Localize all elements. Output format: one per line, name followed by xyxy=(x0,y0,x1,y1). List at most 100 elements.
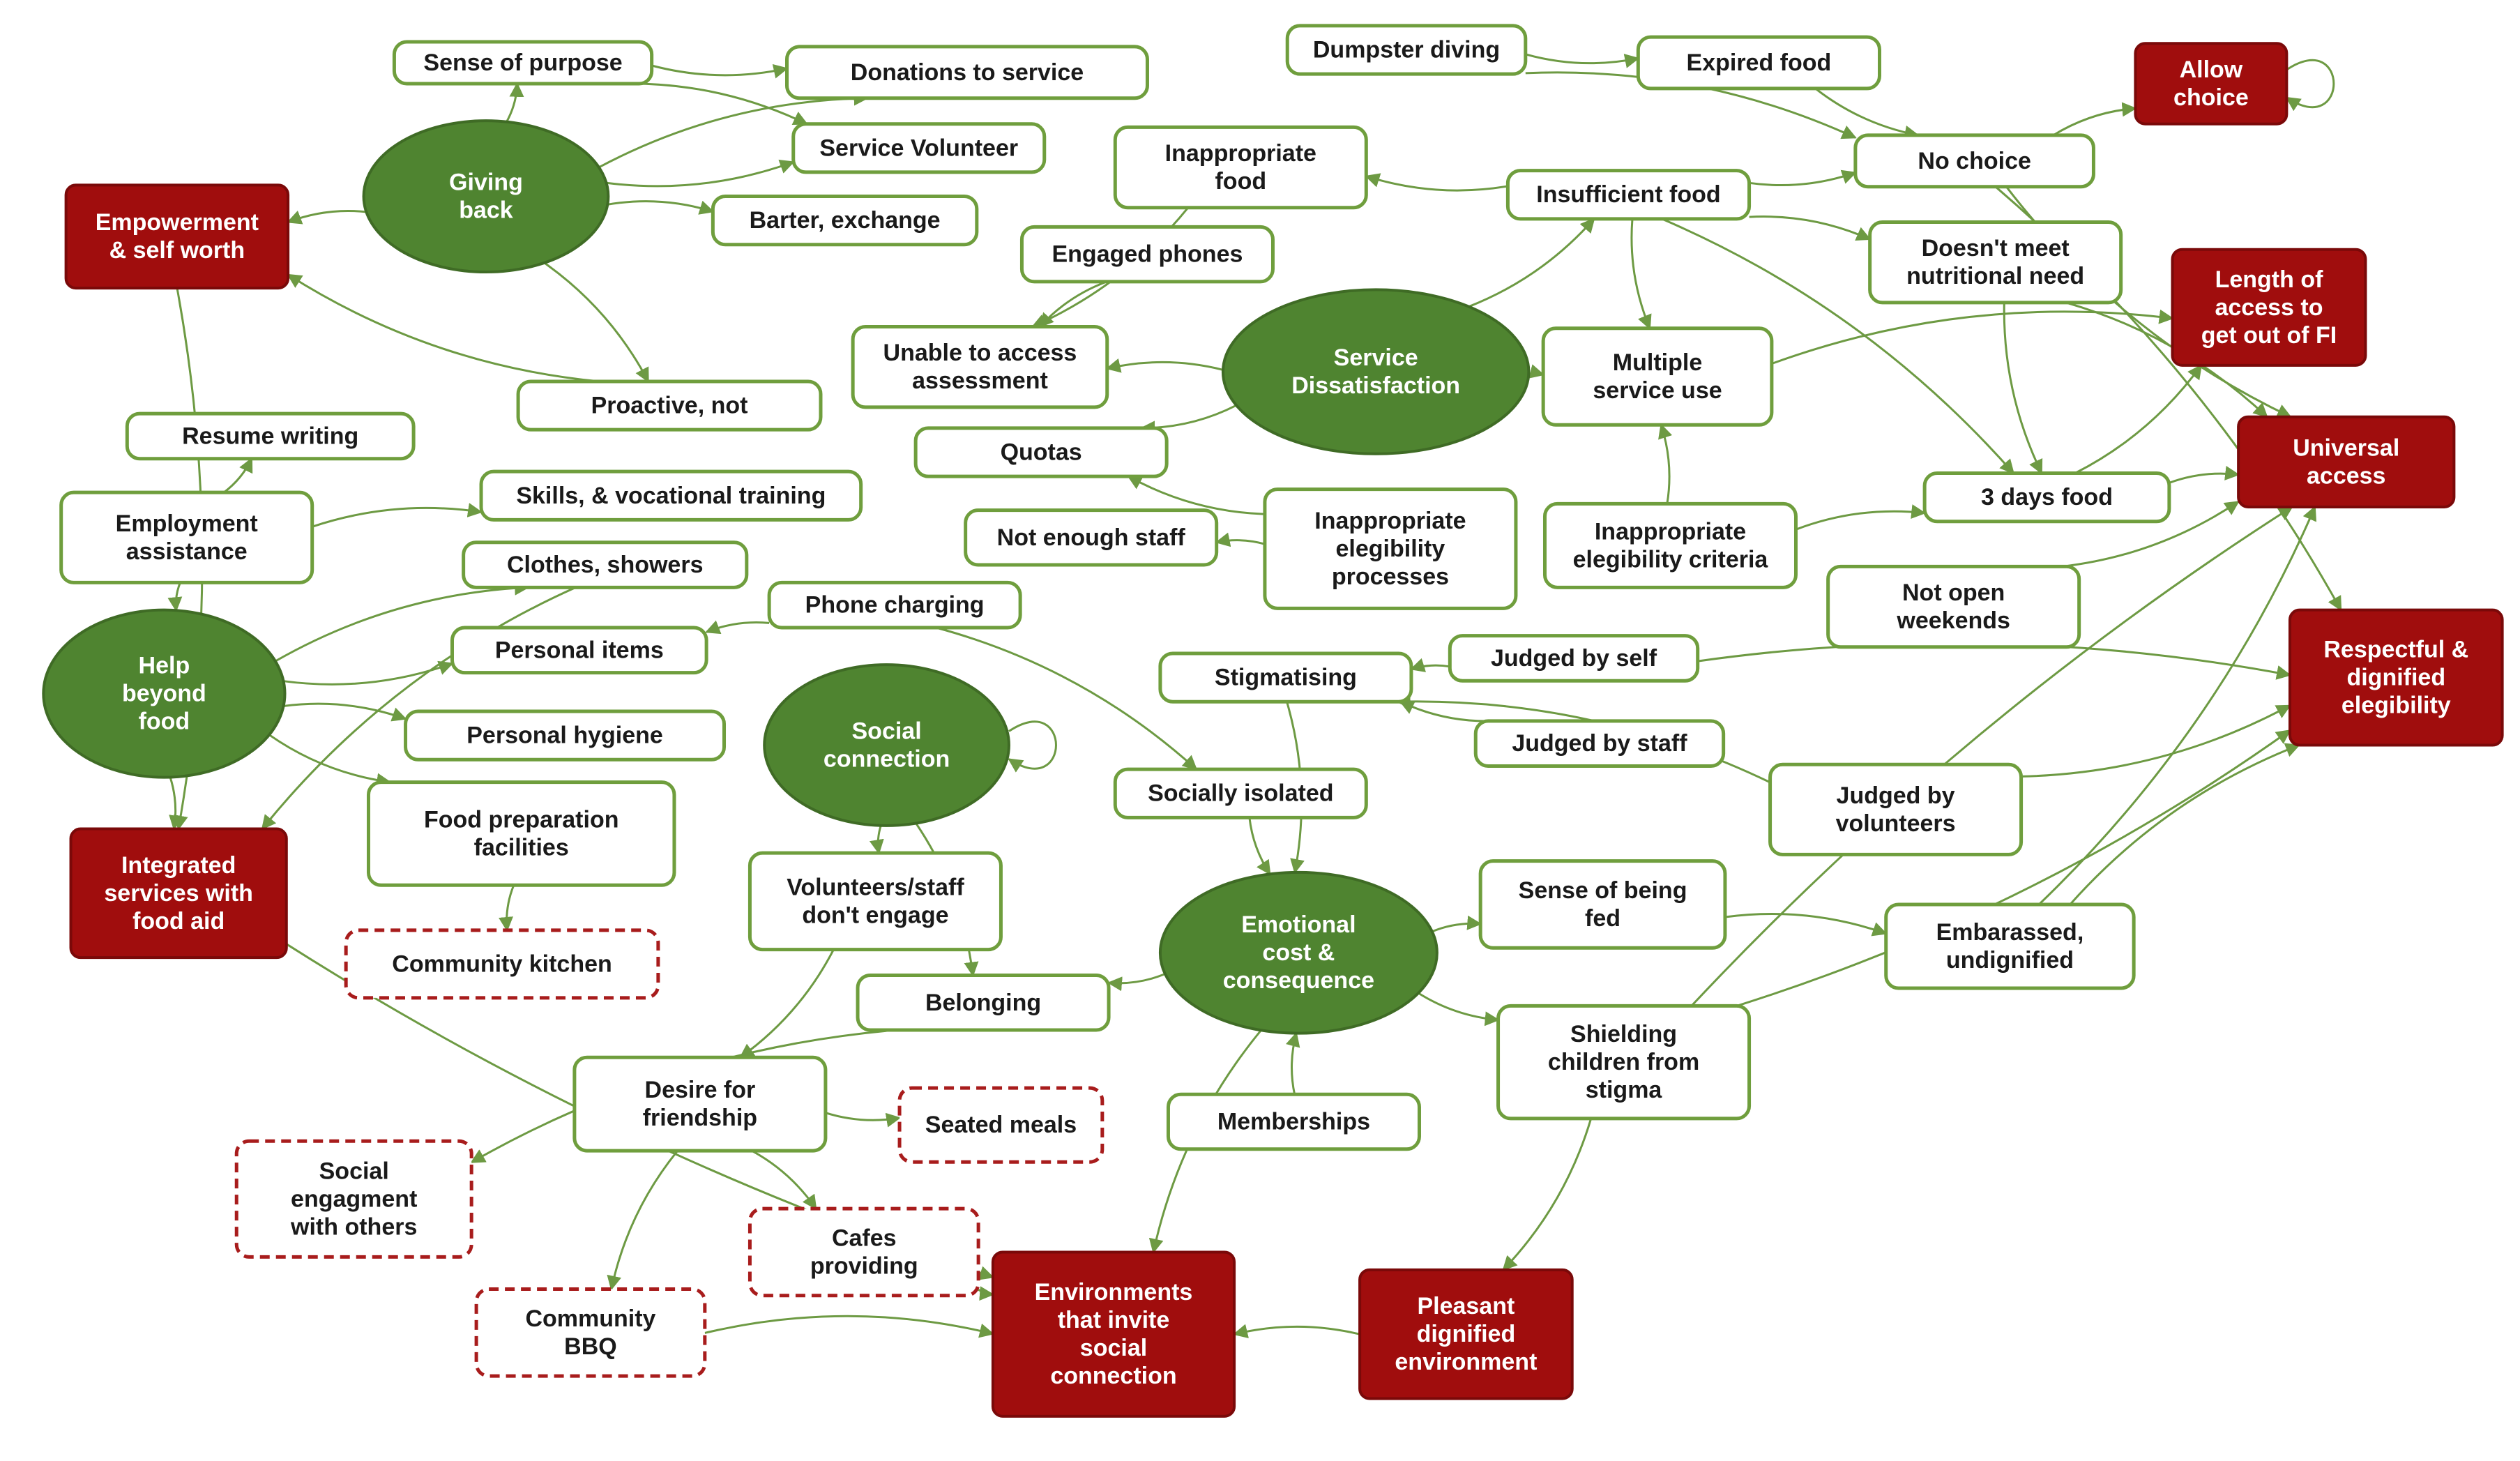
node-label: with others xyxy=(290,1213,417,1240)
edge-social-connection-to-social-connection xyxy=(1008,720,1057,773)
node-label: connection xyxy=(1050,1363,1176,1389)
node-label: Embarassed, xyxy=(1936,919,2084,946)
node-label: service use xyxy=(1593,377,1722,404)
node-label: Judged by xyxy=(1837,782,1955,809)
node-label: Proactive, not xyxy=(591,393,748,419)
edge-engaged-phones-to-unable-assess xyxy=(1038,280,1107,328)
edge-desire-friendship-to-seated-meals xyxy=(825,1112,902,1128)
node-label: nutritional need xyxy=(1906,263,2084,289)
node-socially-isolated: Socially isolated xyxy=(1113,767,1368,819)
edge-insufficient-food-to-inappropriate-food xyxy=(1365,173,1508,192)
edge-sense-purpose-to-service-volunteer xyxy=(620,82,808,126)
node-label: Giving xyxy=(449,169,523,196)
node-shape xyxy=(366,780,676,887)
node-shape xyxy=(404,709,727,762)
node-label: 3 days food xyxy=(1981,484,2113,510)
node-shape xyxy=(1448,634,1700,683)
node-label: Donations to service xyxy=(851,59,1084,86)
node-label: Desire for xyxy=(645,1077,756,1103)
node-seated-meals: Seated meals xyxy=(897,1086,1105,1164)
edge-employment-to-help-beyond xyxy=(167,582,183,612)
node-label: Sense of being xyxy=(1519,877,1687,904)
node-shape xyxy=(913,426,1169,478)
edge-dumpster-to-expired xyxy=(1525,53,1640,68)
node-label: access to xyxy=(2215,294,2323,321)
edge-giving-back-to-service-volunteer xyxy=(606,159,795,188)
edge-phone-charging-to-personal-items xyxy=(705,620,770,635)
node-label: Employment xyxy=(116,510,258,537)
node-label: get out of FI xyxy=(2201,322,2337,349)
edge-service-dissat-to-insufficient-food xyxy=(1468,218,1595,308)
node-shape xyxy=(2237,415,2456,508)
node-label: back xyxy=(459,197,513,224)
edge-socially-isolated-to-emotional xyxy=(1248,817,1271,876)
node-shape xyxy=(1541,326,1774,427)
edge-giving-back-to-barter xyxy=(607,200,715,215)
node-label: Insufficient food xyxy=(1536,181,1720,208)
node-label: friendship xyxy=(643,1105,757,1131)
node-donations: Donations to service xyxy=(785,45,1149,100)
node-label: Barter, exchange xyxy=(750,207,941,234)
node-label: Belonging xyxy=(925,990,1041,1016)
node-label: Respectful & xyxy=(2323,637,2468,663)
edge-emotional-to-shielding xyxy=(1418,992,1500,1027)
node-label: cost & xyxy=(1262,939,1335,966)
edge-giving-back-to-empowerment xyxy=(287,210,367,225)
node-label: Judged by self xyxy=(1491,645,1657,672)
node-not-enough-staff: Not enough staff xyxy=(964,508,1219,567)
node-label: Clothes, showers xyxy=(507,552,704,578)
node-embarassed: Embarassed,undignified xyxy=(1884,902,2136,990)
edge-inapp-processes-to-not-enough-staff xyxy=(1215,532,1266,547)
node-judged-staff: Judged by staff xyxy=(1473,719,1726,769)
node-label: Unable to access xyxy=(883,340,1077,366)
node-shape xyxy=(392,40,654,86)
node-label: Cafes xyxy=(832,1225,897,1251)
edge-expired-to-no-choice xyxy=(1814,87,1920,140)
node-label: Expired food xyxy=(1687,50,1832,76)
edge-inapp-criteria-to-three-days xyxy=(1795,504,1927,531)
node-label: Not open xyxy=(1902,580,2005,606)
node-label: Pleasant xyxy=(1417,1293,1515,1319)
node-label: food aid xyxy=(132,908,225,934)
node-label: Engaged phones xyxy=(1052,241,1243,268)
node-shape xyxy=(1478,859,1727,950)
node-shape xyxy=(1158,870,1439,1035)
node-label: Sense of purpose xyxy=(423,50,622,76)
node-engaged-phones: Engaged phones xyxy=(1019,225,1275,284)
node-shape xyxy=(42,608,287,779)
node-label: assistance xyxy=(126,538,248,565)
node-shape xyxy=(572,1055,828,1153)
node-shape xyxy=(763,663,1010,827)
node-service-volunteer: Service Volunteer xyxy=(791,122,1047,174)
node-shape xyxy=(1263,487,1518,610)
node-label: Dissatisfaction xyxy=(1291,372,1460,399)
node-label: Doesn't meet xyxy=(1922,235,2070,262)
node-label: food xyxy=(1215,168,1266,195)
node-label: Integrated xyxy=(121,852,236,879)
edge-judged-volunteers-to-respectful xyxy=(2021,704,2291,778)
edge-memberships-to-emotional xyxy=(1286,1031,1300,1095)
node-shape xyxy=(362,119,610,274)
edge-volunteers-engage-to-desire-friendship xyxy=(739,948,835,1059)
node-label: Dumpster diving xyxy=(1313,37,1500,63)
edge-employment-to-skills xyxy=(312,503,483,528)
node-label: Multiple xyxy=(1613,349,1702,376)
node-label: Not enough staff xyxy=(997,524,1186,551)
node-shape xyxy=(474,1287,707,1378)
node-label: assessment xyxy=(912,368,1048,394)
node-shape xyxy=(59,490,314,584)
edge-community-bbq-to-environments xyxy=(704,1315,994,1338)
node-shape xyxy=(1113,125,1368,210)
node-shape xyxy=(1922,471,2171,524)
